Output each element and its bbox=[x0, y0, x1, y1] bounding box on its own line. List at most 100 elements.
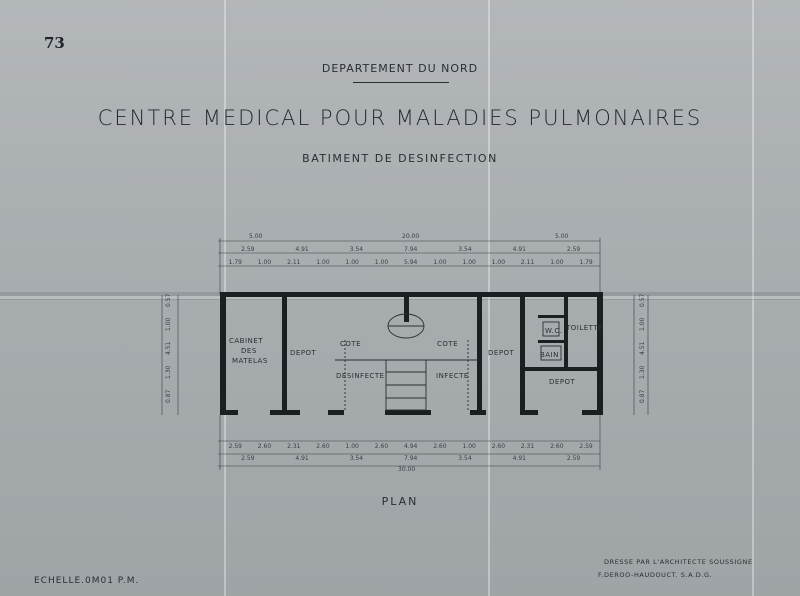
dimension-text: 0.87 bbox=[639, 389, 646, 403]
dimension-text: 4.91 bbox=[513, 455, 527, 462]
dimension-text: 2.60 bbox=[550, 443, 564, 450]
dimension-text: 1.00 bbox=[433, 259, 447, 266]
sheet-number: 73 bbox=[44, 34, 65, 52]
dimension-column: 0.57 1.00 4.51 1.30 0.87 bbox=[165, 293, 172, 403]
room-label: COTE bbox=[340, 340, 361, 348]
dimension-text: 1.00 bbox=[550, 259, 564, 266]
room-label: W.C. bbox=[545, 327, 562, 335]
department-heading: DEPARTEMENT DU NORD bbox=[321, 62, 479, 75]
room-label: DEPOT bbox=[488, 349, 515, 357]
room-label: DEPOT bbox=[549, 378, 576, 386]
dimension-text: 1.00 bbox=[492, 259, 506, 266]
dimension-row: 2.59 2.60 2.31 2.60 1.00 2.60 4.94 2.60 1.00 2.60… bbox=[229, 443, 593, 450]
dimension-text: 3.54 bbox=[350, 455, 364, 462]
south-wall-segment bbox=[582, 410, 603, 415]
dimension-text: 2.59 bbox=[229, 443, 243, 450]
paper-fold bbox=[0, 296, 800, 299]
room-label: DEPOT bbox=[290, 349, 317, 357]
document-subtitle: BATIMENT DE DESINFECTION bbox=[302, 152, 498, 165]
dimension-text: 2.59 bbox=[567, 455, 581, 462]
dimension-text: 1.00 bbox=[346, 443, 360, 450]
room-label: MATELAS bbox=[232, 357, 268, 365]
room-label: DESINFECTE bbox=[336, 372, 385, 380]
dimension-text: 30.00 bbox=[398, 466, 415, 473]
dimension-text: 4.91 bbox=[513, 246, 527, 253]
paper-fold bbox=[752, 0, 754, 596]
paper-fold bbox=[488, 0, 490, 596]
signature-line: DRESSE PAR L'ARCHITECTE SOUSSIGNE bbox=[604, 558, 753, 566]
dimension-text: 2.11 bbox=[287, 259, 301, 266]
dimension-text: 0.57 bbox=[639, 293, 646, 307]
partition-wall bbox=[538, 315, 564, 318]
scale-note: ECHELLE.0M01 P.M. bbox=[34, 576, 140, 586]
dimension-text: 1.00 bbox=[316, 259, 330, 266]
dimension-text: 2.60 bbox=[433, 443, 447, 450]
dimension-text: 2.11 bbox=[521, 259, 535, 266]
dimension-text: 2.59 bbox=[241, 455, 255, 462]
department-underline bbox=[353, 82, 449, 83]
south-wall-segment bbox=[520, 410, 538, 415]
dimension-text: 3.54 bbox=[458, 455, 472, 462]
dimension-text: 7.94 bbox=[404, 246, 418, 253]
room-label: INFECTE bbox=[436, 372, 469, 380]
partition-wall bbox=[477, 292, 482, 415]
dimension-text: 1.00 bbox=[346, 259, 360, 266]
dimension-text: 5.00 bbox=[249, 233, 263, 240]
dimension-text: 2.60 bbox=[375, 443, 389, 450]
dimension-text: 4.94 bbox=[404, 443, 418, 450]
south-wall-segment bbox=[328, 410, 344, 415]
partition-wall bbox=[525, 367, 603, 371]
dimension-text: 1.00 bbox=[463, 259, 477, 266]
dimension-text: 2.59 bbox=[241, 246, 255, 253]
west-wall bbox=[220, 292, 226, 415]
dimension-text: 1.30 bbox=[165, 365, 172, 379]
dimension-column: 0.57 1.00 4.51 1.30 0.87 bbox=[639, 293, 646, 403]
room-label: CABINET bbox=[229, 337, 263, 345]
dimension-text: 3.54 bbox=[350, 246, 364, 253]
partition-wall bbox=[404, 292, 409, 322]
dimension-text: 5.94 bbox=[404, 259, 418, 266]
dimension-text: 1.00 bbox=[165, 317, 172, 331]
dimension-text: 2.31 bbox=[287, 443, 301, 450]
dimension-text: 1.79 bbox=[579, 259, 593, 266]
partition-wall bbox=[520, 292, 525, 415]
east-wall bbox=[597, 292, 603, 415]
dimension-text: 2.31 bbox=[521, 443, 535, 450]
dimension-text: 2.60 bbox=[492, 443, 506, 450]
partition-wall bbox=[282, 292, 287, 415]
signature-line: F.DEROO-HAUDOUCT. S.A.D.G. bbox=[598, 571, 713, 579]
dimension-text: 2.59 bbox=[579, 443, 593, 450]
room-label: BAIN bbox=[540, 351, 559, 359]
dimension-text: 7.94 bbox=[404, 455, 418, 462]
dimension-row: 2.59 4.91 3.54 7.94 3.54 4.91 2.59 bbox=[241, 455, 580, 462]
dimension-text: 4.51 bbox=[639, 341, 646, 355]
wc-fixture bbox=[542, 321, 560, 337]
dimension-text: 3.54 bbox=[458, 246, 472, 253]
dimension-text: 0.57 bbox=[165, 293, 172, 307]
dimension-text: 4.91 bbox=[295, 246, 309, 253]
dimension-text: 1.00 bbox=[639, 317, 646, 331]
north-wall bbox=[220, 292, 602, 297]
dimension-text: 20.00 bbox=[402, 233, 419, 240]
dimension-text: 2.60 bbox=[316, 443, 330, 450]
dimension-text: 5.00 bbox=[555, 233, 569, 240]
dimension-text: 1.00 bbox=[258, 259, 272, 266]
partition-wall bbox=[538, 340, 564, 343]
document-title: CENTRE MEDICAL POUR MALADIES PULMONAIRES bbox=[97, 106, 703, 130]
walls bbox=[220, 292, 603, 415]
room-label: TOILETTE bbox=[565, 324, 603, 332]
dimension-text: 1.30 bbox=[639, 365, 646, 379]
south-wall-segment bbox=[220, 410, 238, 415]
south-wall-segment bbox=[385, 410, 431, 415]
dimension-text: 1.00 bbox=[463, 443, 477, 450]
drawing-label: PLAN bbox=[381, 495, 419, 508]
dimension-text: 4.51 bbox=[165, 341, 172, 355]
room-label: COTE bbox=[437, 340, 458, 348]
dimension-text: 4.91 bbox=[295, 455, 309, 462]
dimension-text: 1.79 bbox=[229, 259, 243, 266]
dimension-text: 0.87 bbox=[165, 389, 172, 403]
bath-fixture bbox=[540, 345, 562, 361]
